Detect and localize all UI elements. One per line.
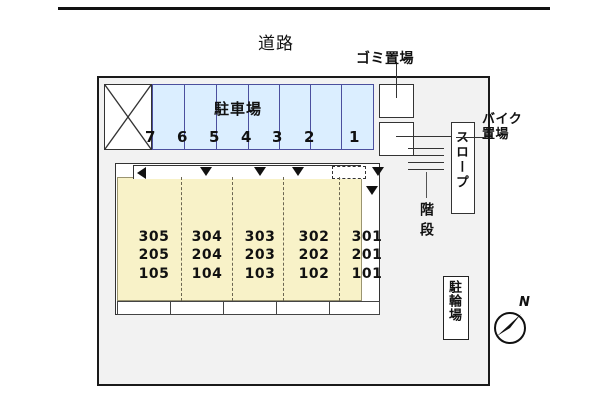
compass-north-label: N [519, 295, 530, 310]
unit-column-5[interactable]: 305 205 105 [131, 228, 177, 283]
balcony-strip [117, 301, 380, 315]
balcony-divider [223, 301, 224, 315]
building-corridor [133, 165, 361, 179]
compass-icon [491, 306, 531, 346]
room-101[interactable]: 101 [351, 265, 383, 282]
parking-space-3[interactable]: 3 [272, 128, 283, 146]
bike-parking-label-line2: 置場 [482, 126, 510, 142]
entrance-arrow-icon [366, 186, 378, 195]
parking-space-5[interactable]: 5 [209, 128, 220, 146]
road-label: 道路 [258, 34, 294, 54]
room-302[interactable]: 302 [298, 229, 330, 245]
parking-space-4[interactable]: 4 [241, 128, 252, 146]
parking-divider [184, 84, 185, 150]
garbage-box-lower[interactable] [379, 122, 414, 156]
balcony-divider [170, 301, 171, 315]
entrance-arrow-icon [292, 167, 304, 176]
unit-column-4[interactable]: 304 204 104 [184, 228, 230, 283]
room-303[interactable]: 303 [244, 229, 276, 245]
room-204[interactable]: 204 [191, 247, 223, 264]
unit-column-2[interactable]: 302 202 102 [291, 228, 337, 283]
slope-label: スロープ [453, 130, 468, 190]
balcony-divider [276, 301, 277, 315]
room-301[interactable]: 301 [351, 229, 383, 245]
building-units-block [117, 177, 362, 301]
parking-divider [248, 84, 249, 150]
bike-parking-label-line1: バイク [482, 112, 523, 127]
room-201[interactable]: 201 [351, 247, 383, 264]
unit-divider [283, 177, 284, 301]
room-205[interactable]: 205 [138, 247, 170, 264]
entrance-arrow-icon [254, 167, 266, 176]
parking-divider [279, 84, 280, 150]
unit-divider [181, 177, 182, 301]
room-202[interactable]: 202 [298, 247, 330, 264]
unit-column-1[interactable]: 301 201 101 [344, 228, 390, 283]
parking-title: 駐車場 [214, 100, 263, 118]
blocked-stall-icon [104, 84, 152, 150]
parking-space-7[interactable]: 7 [145, 128, 156, 146]
stairs-leader-line [426, 172, 427, 198]
parking-divider [341, 84, 342, 150]
parking-divider [216, 84, 217, 150]
room-304[interactable]: 304 [191, 229, 223, 245]
parking-space-1[interactable]: 1 [349, 128, 360, 146]
unit-divider [339, 177, 340, 301]
corridor-arrow-left-icon [137, 167, 146, 179]
bicycle-parking-label: 駐輪場 [446, 280, 461, 322]
unit-divider [232, 177, 233, 301]
garbage-leader-line-2 [396, 136, 456, 137]
bike-parking-leader-line [456, 137, 484, 138]
entrance-arrow-icon [372, 167, 384, 176]
parking-divider [152, 84, 153, 150]
balcony-divider [329, 301, 330, 315]
entrance-arrow-icon [200, 167, 212, 176]
room-102[interactable]: 102 [298, 265, 330, 282]
stairs-icon [408, 148, 444, 172]
void-opening [332, 166, 366, 179]
parking-space-6[interactable]: 6 [177, 128, 188, 146]
unit-column-3[interactable]: 303 203 103 [237, 228, 283, 283]
room-105[interactable]: 105 [138, 265, 170, 282]
bike-parking-label: バイク 置場 [482, 112, 523, 143]
room-305[interactable]: 305 [138, 229, 170, 245]
parking-space-2[interactable]: 2 [304, 128, 315, 146]
room-203[interactable]: 203 [244, 247, 276, 264]
parking-divider [310, 84, 311, 150]
room-104[interactable]: 104 [191, 265, 223, 282]
garbage-leader-line [396, 62, 397, 98]
stairs-label: 階段 [418, 202, 434, 242]
bicycle-parking-area[interactable] [443, 276, 469, 340]
garbage-area-label: ゴミ置場 [356, 51, 414, 67]
room-103[interactable]: 103 [244, 265, 276, 282]
road-line [58, 7, 550, 10]
